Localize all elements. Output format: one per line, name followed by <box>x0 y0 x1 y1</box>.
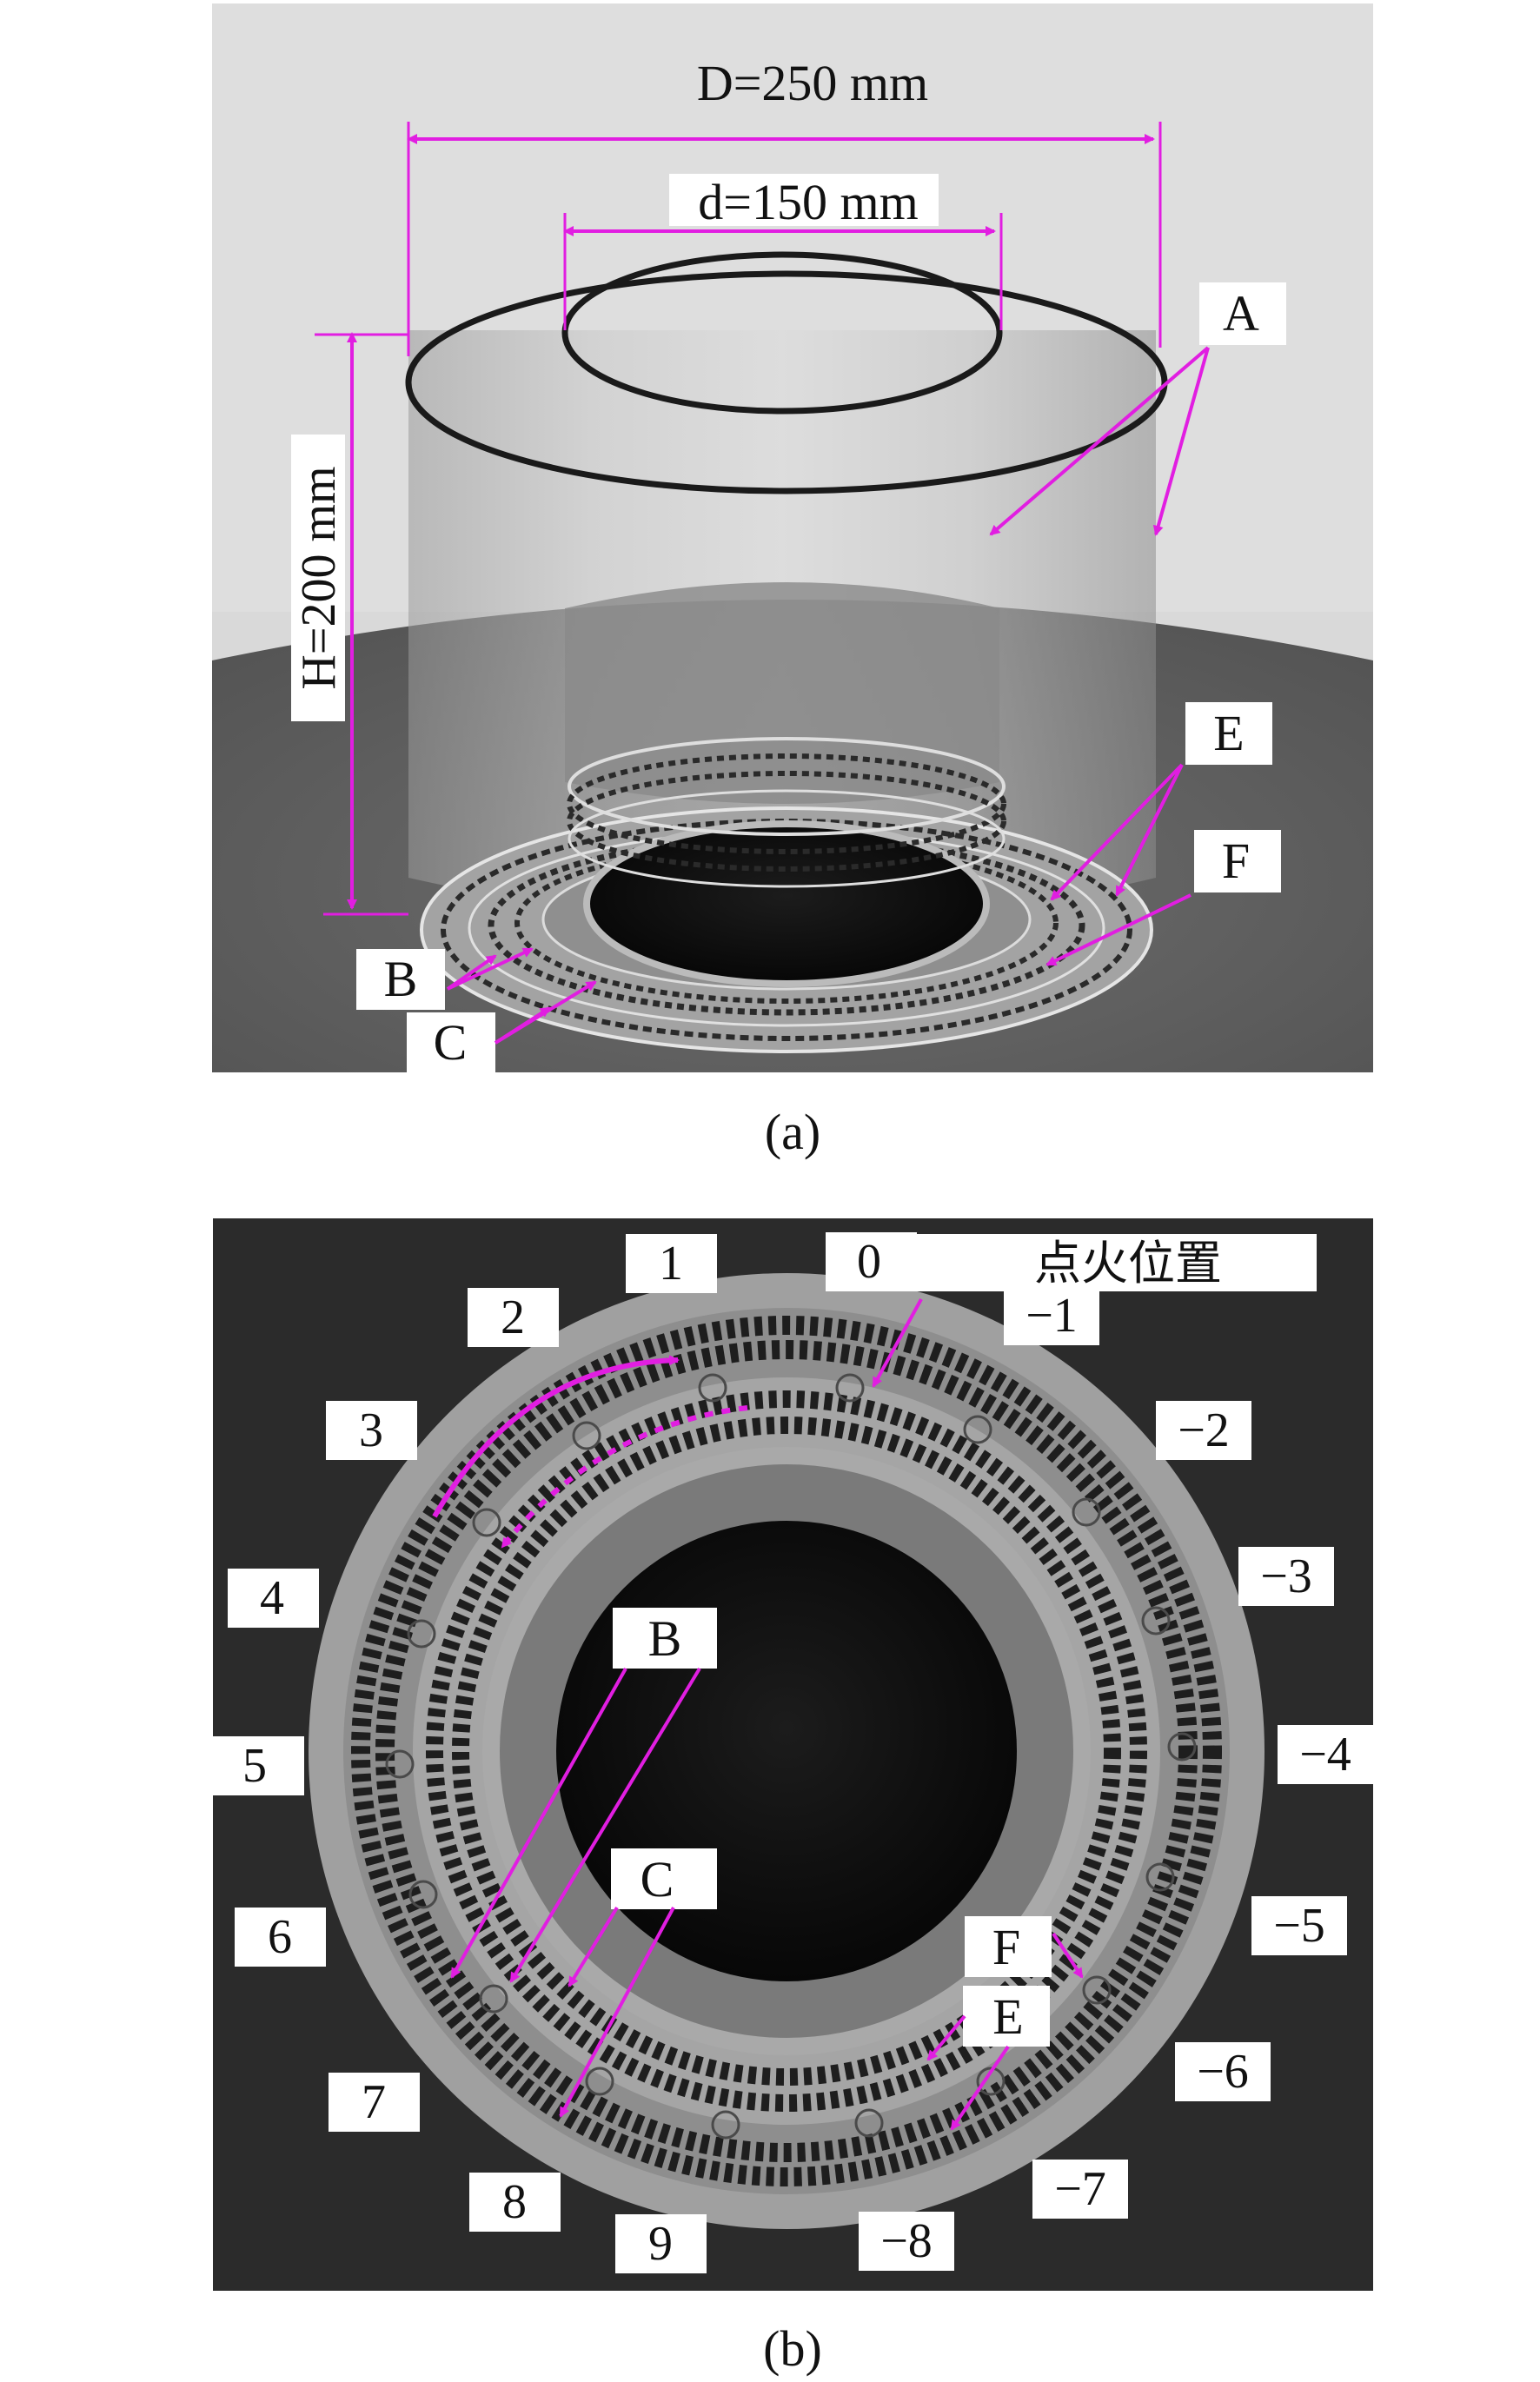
position-minus-3: −3 <box>1260 1549 1312 1603</box>
swirl-arrow-outer <box>432 1355 680 1518</box>
injector-holes <box>385 1373 1197 2140</box>
svg-text:C: C <box>434 1014 468 1071</box>
panel-a: D=250 mm d=150 mm H=200 mm A E <box>212 3 1373 1073</box>
svg-text:E: E <box>992 1988 1023 2045</box>
position-5: 5 <box>242 1739 267 1793</box>
label-E: E <box>1050 702 1272 901</box>
svg-text:A: A <box>1223 285 1259 342</box>
position-minus-2: −2 <box>1178 1403 1230 1457</box>
panel-b: 点火位置 0 1 2 3 4 5 6 7 8 9 −1 <box>213 1218 1373 2291</box>
panel-b-plate <box>309 1273 1265 2229</box>
dimension-H: H=200 mm <box>291 332 408 916</box>
svg-text:C: C <box>641 1851 674 1908</box>
position-minus-8: −8 <box>880 2214 933 2268</box>
position-6: 6 <box>268 1910 292 1964</box>
dim-H-label: H=200 mm <box>292 466 346 689</box>
svg-text:F: F <box>992 1919 1020 1975</box>
caption-a: (a) <box>765 1104 820 1160</box>
position-minus-7: −7 <box>1054 2162 1106 2216</box>
dim-d-label: d=150 mm <box>698 174 918 230</box>
label-C-b: C <box>559 1848 717 2118</box>
label-E-b: E <box>926 1986 1050 2131</box>
label-F: F <box>1045 830 1281 966</box>
label-B: B <box>356 947 534 1010</box>
position-1: 1 <box>659 1237 683 1291</box>
position-2: 2 <box>501 1291 525 1344</box>
svg-text:B: B <box>648 1610 682 1667</box>
dim-D-label: D=250 mm <box>697 55 928 111</box>
caption-b: (b) <box>763 2320 822 2377</box>
label-B-b: B <box>450 1608 717 1983</box>
position-minus-1: −1 <box>1026 1289 1078 1343</box>
label-F-b: F <box>965 1916 1084 1979</box>
inner-ring <box>561 251 1003 415</box>
ignition-label: 点火位置 <box>1034 1236 1222 1291</box>
position-8: 8 <box>502 2175 527 2229</box>
swirl-arrow-inner <box>500 1405 748 1549</box>
svg-text:E: E <box>1213 705 1244 761</box>
position-7: 7 <box>362 2075 386 2129</box>
position-4: 4 <box>260 1571 284 1625</box>
position-3: 3 <box>359 1403 383 1457</box>
dimension-d: d=150 mm <box>563 174 1003 330</box>
position-minus-6: −6 <box>1197 2045 1249 2099</box>
position-9: 9 <box>648 2217 673 2271</box>
position-minus-5: −5 <box>1273 1899 1325 1953</box>
position-0: 0 <box>857 1235 881 1289</box>
position-labels: 0 1 2 3 4 5 6 7 8 9 −1 −2 −3 −4 <box>213 1232 1373 2273</box>
outer-ring <box>405 270 1168 494</box>
position-minus-4: −4 <box>1299 1728 1351 1782</box>
label-C: C <box>407 980 597 1073</box>
svg-text:B: B <box>384 951 418 1007</box>
panel-a-plate <box>420 737 1153 1053</box>
dimension-D: D=250 mm <box>407 55 1162 356</box>
label-A: A <box>989 282 1286 536</box>
svg-text:F: F <box>1222 833 1250 889</box>
ignition-position: 点火位置 <box>872 1234 1317 1388</box>
